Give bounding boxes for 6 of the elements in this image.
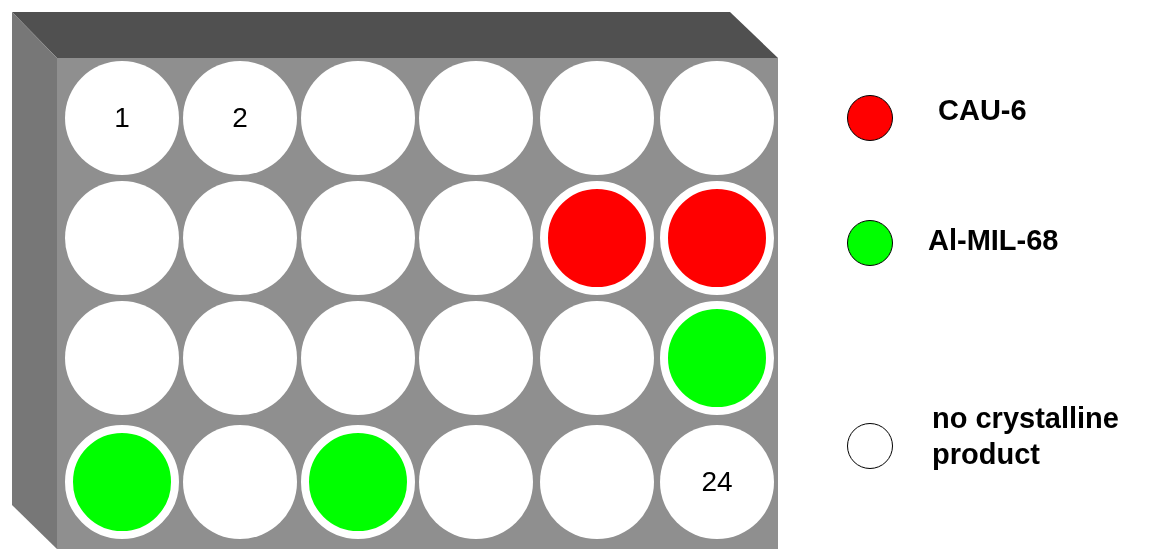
legend-label: no crystalline product bbox=[932, 401, 1120, 472]
well-number: 1 bbox=[114, 102, 130, 134]
legend-label: CAU-6 bbox=[938, 93, 1028, 128]
legend-label: Al-MIL-68 bbox=[928, 223, 1060, 258]
well-number: 2 bbox=[232, 102, 248, 134]
well-number: 24 bbox=[701, 466, 733, 498]
